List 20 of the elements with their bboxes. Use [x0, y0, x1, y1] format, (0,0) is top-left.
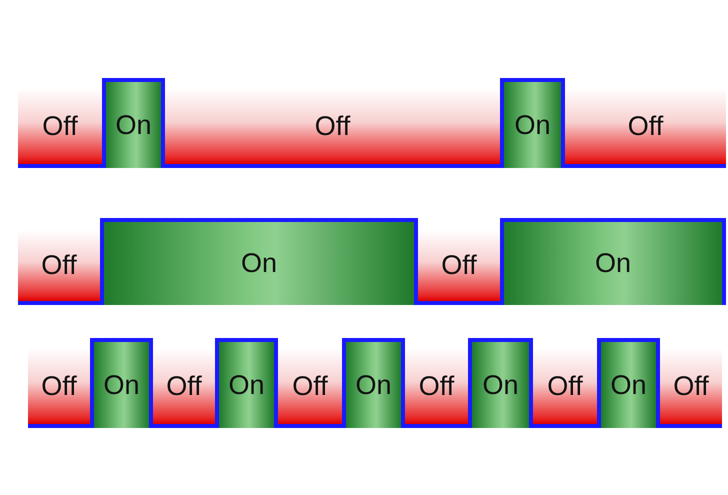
off-period: Off	[533, 348, 597, 428]
off-period: Off	[565, 88, 726, 168]
off-period: Off	[405, 348, 468, 428]
off-period: Off	[18, 230, 100, 305]
off-period: Off	[418, 230, 500, 305]
on-period: On	[100, 218, 418, 305]
off-period: Off	[28, 348, 90, 428]
off-period: Off	[153, 348, 215, 428]
on-period: On	[342, 338, 405, 428]
off-period: Off	[18, 88, 102, 168]
off-period: Off	[278, 348, 342, 428]
off-period: Off	[165, 88, 500, 168]
on-period: On	[468, 338, 533, 428]
on-period: On	[90, 338, 153, 428]
on-period: On	[500, 78, 565, 168]
on-period: On	[215, 338, 278, 428]
on-period: On	[597, 338, 660, 428]
on-period: On	[500, 218, 726, 305]
off-period: Off	[660, 348, 722, 428]
on-period: On	[102, 78, 165, 168]
